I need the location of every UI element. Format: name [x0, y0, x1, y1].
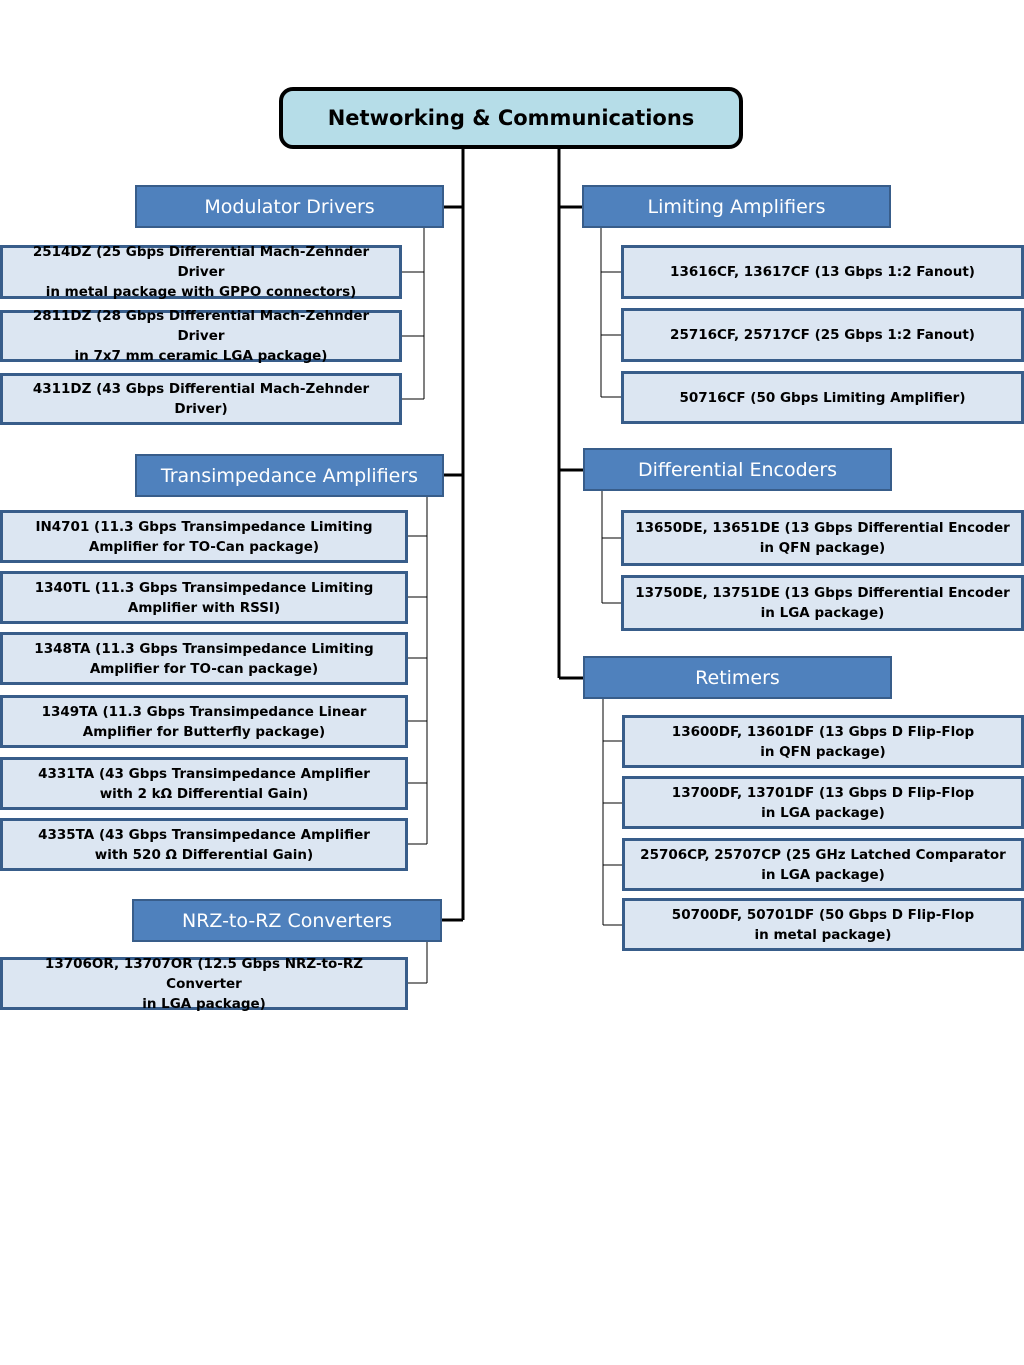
item-box: 50716CF (50 Gbps Limiting Amplifier)	[621, 371, 1024, 424]
item-box: 13650DE, 13651DE (13 Gbps Differential E…	[621, 510, 1024, 566]
item-label: 50716CF (50 Gbps Limiting Amplifier)	[679, 389, 966, 406]
item-box: 4335TA (43 Gbps Transimpedance Amplifier…	[0, 818, 408, 871]
item-label: 13706OR, 13707OR (12.5 Gbps NRZ-to-RZ Co…	[44, 955, 364, 1012]
item-box: 4311DZ (43 Gbps Differential Mach-Zehnde…	[0, 373, 402, 425]
item-box: 13616CF, 13617CF (13 Gbps 1:2 Fanout)	[621, 245, 1024, 299]
item-box: 25706CP, 25707CP (25 GHz Latched Compara…	[622, 838, 1024, 891]
item-label: 1349TA (11.3 Gbps Transimpedance Linear …	[41, 703, 367, 740]
category-retimers: Retimers	[583, 656, 892, 699]
item-box: 4331TA (43 Gbps Transimpedance Amplifier…	[0, 757, 408, 810]
item-box: 25716CF, 25717CF (25 Gbps 1:2 Fanout)	[621, 308, 1024, 362]
item-label: 13616CF, 13617CF (13 Gbps 1:2 Fanout)	[670, 264, 975, 280]
item-label: 25706CP, 25707CP (25 GHz Latched Compara…	[640, 846, 1006, 883]
item-label: 25716CF, 25717CF (25 Gbps 1:2 Fanout)	[670, 327, 975, 343]
item-label: 1348TA (11.3 Gbps Transimpedance Limitin…	[34, 640, 374, 677]
category-label: Differential Encoders	[637, 458, 838, 481]
item-box: 2514DZ (25 Gbps Differential Mach-Zehnde…	[0, 244, 402, 300]
category-transimpedance-amplifiers: Transimpedance Amplifiers	[135, 454, 444, 497]
item-box: 13700DF, 13701DF (13 Gbps D Flip-Flop in…	[622, 776, 1024, 829]
category-label: Transimpedance Amplifiers	[160, 464, 419, 487]
category-label: NRZ-to-RZ Converters	[181, 909, 393, 932]
item-box: 13600DF, 13601DF (13 Gbps D Flip-Flop in…	[622, 715, 1024, 768]
category-modulator-drivers: Modulator Drivers	[135, 185, 444, 228]
item-label: 2811DZ (28 Gbps Differential Mach-Zehnde…	[32, 308, 370, 364]
category-label: Retimers	[695, 666, 780, 689]
item-label: 4331TA (43 Gbps Transimpedance Amplifier…	[38, 765, 370, 802]
item-box: 13706OR, 13707OR (12.5 Gbps NRZ-to-RZ Co…	[0, 956, 408, 1012]
item-box: 1340TL (11.3 Gbps Transimpedance Limitin…	[0, 571, 408, 624]
category-limiting-amplifiers: Limiting Amplifiers	[582, 185, 891, 228]
item-label: 13700DF, 13701DF (13 Gbps D Flip-Flop in…	[671, 784, 975, 821]
item-label: 50700DF, 50701DF (50 Gbps D Flip-Flop in…	[671, 906, 975, 943]
item-box: 2811DZ (28 Gbps Differential Mach-Zehnde…	[0, 308, 402, 364]
item-box: 13750DE, 13751DE (13 Gbps Differential E…	[621, 575, 1024, 631]
root-title: Networking & Communications	[327, 106, 695, 130]
item-label: 1340TL (11.3 Gbps Transimpedance Limitin…	[34, 579, 374, 616]
item-box: 50700DF, 50701DF (50 Gbps D Flip-Flop in…	[622, 898, 1024, 951]
item-label: 13750DE, 13751DE (13 Gbps Differential E…	[635, 585, 1010, 621]
category-nrz-to-rz-converters: NRZ-to-RZ Converters	[132, 899, 442, 942]
item-label: IN4701 (11.3 Gbps Transimpedance Limitin…	[35, 518, 373, 555]
item-label: 4335TA (43 Gbps Transimpedance Amplifier…	[38, 826, 370, 863]
item-label: 13600DF, 13601DF (13 Gbps D Flip-Flop in…	[671, 723, 975, 760]
category-differential-encoders: Differential Encoders	[583, 448, 892, 491]
item-box: IN4701 (11.3 Gbps Transimpedance Limitin…	[0, 510, 408, 563]
category-label: Limiting Amplifiers	[647, 195, 826, 218]
item-label: 13650DE, 13651DE (13 Gbps Differential E…	[635, 520, 1010, 556]
root-node: Networking & Communications	[279, 87, 743, 149]
item-label: 4311DZ (43 Gbps Differential Mach-Zehnde…	[32, 381, 370, 417]
item-box: 1348TA (11.3 Gbps Transimpedance Limitin…	[0, 632, 408, 685]
item-label: 2514DZ (25 Gbps Differential Mach-Zehnde…	[32, 244, 370, 300]
item-box: 1349TA (11.3 Gbps Transimpedance Linear …	[0, 695, 408, 748]
category-label: Modulator Drivers	[204, 195, 375, 218]
